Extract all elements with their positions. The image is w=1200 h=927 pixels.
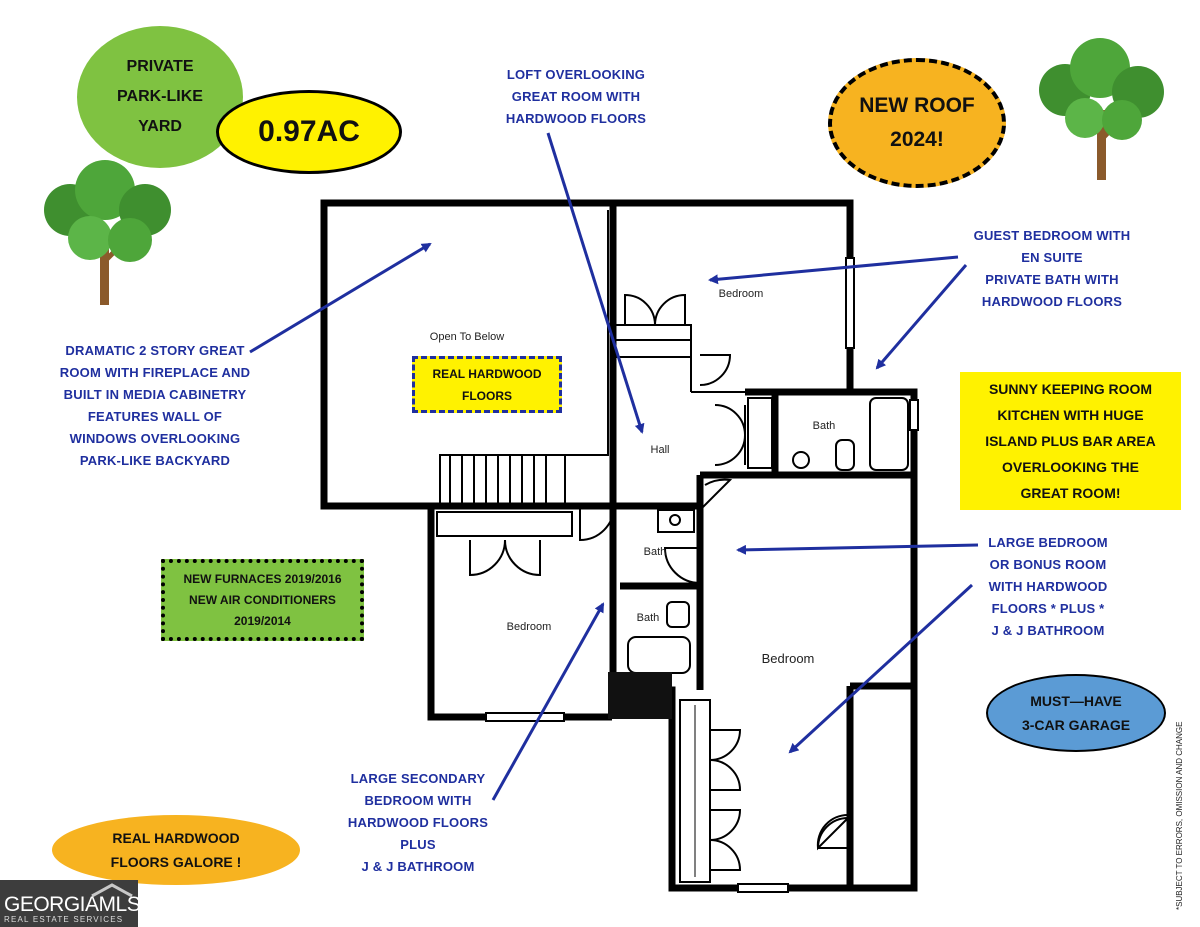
private-yard-line-2: PARK-LIKE	[117, 88, 203, 105]
private-yard-badge: PRIVATE PARK-LIKE YARD	[77, 26, 243, 168]
loft-line-2: GREAT ROOM WITH	[511, 89, 641, 104]
new-roof-line-1: NEW ROOF	[859, 94, 975, 117]
garage-line-1: MUST—HAVE	[1030, 693, 1122, 709]
guest-line-3: PRIVATE BATH WITH	[985, 272, 1119, 287]
guest-bedroom-callout: GUEST BEDROOM WITH EN SUITE PRIVATE BATH…	[962, 225, 1142, 313]
new-roof-line-2: 2024!	[890, 128, 944, 151]
label-bath-top: Bath	[813, 420, 836, 432]
acreage-badge: 0.97AC	[216, 90, 402, 174]
logo-main-text: GEORGIAMLS	[4, 893, 141, 916]
secondary-line-5: J & J BATHROOM	[361, 859, 475, 874]
keeping-room-line-3: ISLAND PLUS BAR AREA	[985, 433, 1156, 449]
loft-line-3: HARDWOOD FLOORS	[505, 111, 647, 126]
loft-line-1: LOFT OVERLOOKING	[506, 67, 646, 82]
roof-icon	[91, 883, 133, 897]
keeping-room-line-2: KITCHEN WITH HUGE	[997, 407, 1144, 423]
large-bedroom-callout: LARGE BEDROOM OR BONUS ROOM WITH HARDWOO…	[978, 532, 1118, 642]
large-bedroom-line-1: LARGE BEDROOM	[988, 535, 1108, 550]
floors-galore-line-1: REAL HARDWOOD	[112, 830, 240, 846]
large-bedroom-line-2: OR BONUS ROOM	[989, 557, 1107, 572]
secondary-bedroom-callout: LARGE SECONDARY BEDROOM WITH HARDWOOD FL…	[343, 768, 493, 878]
guest-line-1: GUEST BEDROOM WITH	[973, 228, 1131, 243]
secondary-line-2: BEDROOM WITH	[364, 793, 472, 808]
great-room-line-4: FEATURES WALL OF	[87, 409, 223, 424]
floors-galore-badge: REAL HARDWOOD FLOORS GALORE !	[52, 815, 300, 885]
label-bedroom-left: Bedroom	[507, 621, 552, 633]
tree-icon-left	[44, 160, 171, 305]
keeping-room-line-1: SUNNY KEEPING ROOM	[988, 381, 1153, 397]
arrow-loft	[546, 132, 645, 434]
arrow-secondary-bedroom	[491, 602, 605, 801]
great-room-line-1: DRAMATIC 2 STORY GREAT	[65, 343, 245, 358]
arrow-guest-bath	[875, 264, 968, 370]
keeping-room-line-5: GREAT ROOM!	[1020, 485, 1121, 501]
real-hardwood-line-2: FLOORS	[462, 388, 512, 403]
loft-callout: LOFT OVERLOOKING GREAT ROOM WITH HARDWOO…	[496, 64, 656, 130]
shaft	[608, 672, 672, 719]
georgiamls-logo: GEORGIAMLS REAL ESTATE SERVICES	[0, 880, 141, 927]
private-yard-line-3: YARD	[138, 118, 182, 135]
great-room-line-2: ROOM WITH FIREPLACE AND	[59, 365, 251, 380]
great-room-line-6: PARK-LIKE BACKYARD	[79, 453, 231, 468]
real-hardwood-floors-badge: REAL HARDWOOD FLOORS	[412, 356, 562, 413]
garage-badge: MUST—HAVE 3-CAR GARAGE	[986, 674, 1166, 752]
large-bedroom-line-4: FLOORS * PLUS *	[991, 601, 1105, 616]
acreage-value: 0.97AC	[258, 115, 360, 148]
label-open-to-below: Open To Below	[430, 331, 504, 343]
label-bath-lower: Bath	[637, 612, 660, 624]
great-room-line-5: WINDOWS OVERLOOKING	[69, 431, 241, 446]
large-bedroom-line-5: J & J BATHROOM	[991, 623, 1105, 638]
great-room-callout: DRAMATIC 2 STORY GREAT ROOM WITH FIREPLA…	[55, 340, 255, 472]
thin-walls	[436, 210, 919, 893]
furnaces-badge: NEW FURNACES 2019/2016 NEW AIR CONDITION…	[161, 559, 364, 641]
furnaces-line-2: NEW AIR CONDITIONERS	[189, 592, 336, 607]
secondary-line-1: LARGE SECONDARY	[350, 771, 486, 786]
furnaces-line-3: 2019/2014	[234, 613, 291, 628]
arrow-large-bedroom	[736, 543, 979, 555]
label-bedroom-top: Bedroom	[719, 288, 764, 300]
disclaimer-text: *SUBJECT TO ERRORS, OMISSION AND CHANGE	[1175, 721, 1184, 910]
arrow-large-bedroom-lower	[788, 583, 974, 754]
arrow-great-room	[249, 242, 432, 354]
label-bedroom-main: Bedroom	[762, 651, 815, 666]
furnaces-line-1: NEW FURNACES 2019/2016	[183, 571, 342, 586]
logo-sub-text: REAL ESTATE SERVICES	[4, 915, 124, 924]
guest-line-2: EN SUITE	[1021, 250, 1083, 265]
great-room-line-3: BUILT IN MEDIA CABINETRY	[63, 387, 247, 402]
tree-icon-right	[1039, 38, 1164, 180]
secondary-line-4: PLUS	[400, 837, 436, 852]
keeping-room-line-4: OVERLOOKING THE	[1002, 459, 1139, 475]
real-hardwood-line-1: REAL HARDWOOD	[432, 366, 542, 381]
label-hall: Hall	[651, 444, 670, 456]
arrow-guest-bedroom	[708, 255, 959, 285]
floors-galore-line-2: FLOORS GALORE !	[110, 854, 242, 870]
guest-line-4: HARDWOOD FLOORS	[981, 294, 1123, 309]
secondary-line-3: HARDWOOD FLOORS	[347, 815, 489, 830]
large-bedroom-line-3: WITH HARDWOOD	[988, 579, 1108, 594]
new-roof-badge: NEW ROOF 2024!	[828, 58, 1006, 188]
label-bath-middle: Bath	[644, 546, 667, 558]
keeping-room-badge: SUNNY KEEPING ROOM KITCHEN WITH HUGE ISL…	[960, 372, 1181, 510]
garage-line-2: 3-CAR GARAGE	[1021, 717, 1131, 733]
private-yard-line-1: PRIVATE	[126, 58, 194, 75]
